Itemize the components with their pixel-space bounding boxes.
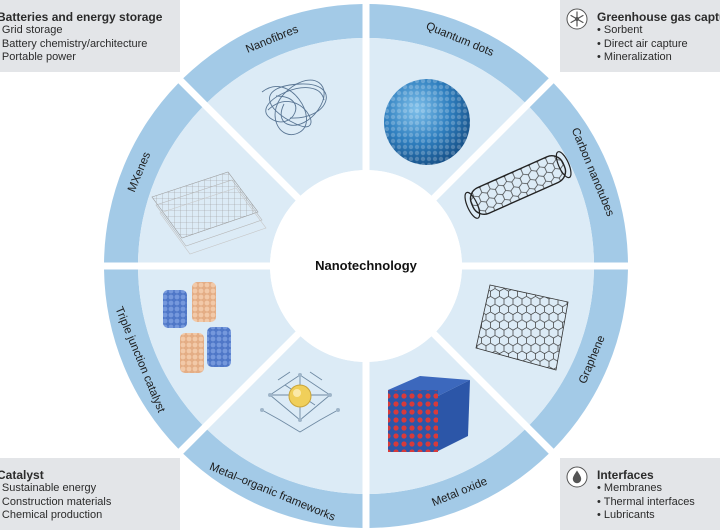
greenhouse-item: Sorbent: [597, 24, 720, 38]
snowflake-icon: [566, 8, 588, 30]
segment-inner: [207, 336, 363, 494]
interfaces-item: Thermal interfaces: [597, 496, 720, 510]
mof-illustration: [260, 371, 340, 433]
batteries-item: Battery chemistry/architecture: [0, 38, 180, 52]
catalyst-box: Catalyst Sustainable energy Construction…: [0, 458, 180, 530]
segment-inner: [207, 38, 363, 196]
center-label: Nanotechnology: [315, 258, 418, 273]
segment-band: [529, 269, 628, 449]
segment-band: [529, 83, 628, 263]
batteries-title: Batteries and energy storage: [0, 10, 163, 24]
catalyst-item: Chemical production: [0, 509, 180, 523]
segment-band: [369, 4, 549, 103]
interfaces-title: Interfaces: [597, 468, 654, 482]
mxene-illustration: [151, 171, 267, 255]
interfaces-item: Lubricants: [597, 509, 720, 523]
segment-band: [104, 83, 203, 263]
catalyst-title: Catalyst: [0, 468, 44, 482]
catalyst-item: Construction materials: [0, 496, 180, 510]
graphene-illustration: [475, 284, 569, 371]
center-circle: [270, 170, 462, 362]
catalyst-item: Sustainable energy: [0, 482, 180, 496]
segment-band: [183, 4, 363, 103]
interfaces-item: Membranes: [597, 482, 720, 496]
batteries-item: Grid storage: [0, 24, 180, 38]
greenhouse-item: Direct air capture: [597, 38, 720, 52]
metal-oxide-illustration: [388, 376, 470, 452]
segment-band: [369, 429, 549, 528]
quantum-dot-illustration: [384, 79, 470, 165]
segment-band: [183, 429, 363, 528]
greenhouse-box: Greenhouse gas capture Sorbent Direct ai…: [560, 0, 720, 72]
nanofibre-illustration: [261, 79, 327, 135]
interfaces-box: Interfaces Membranes Thermal interfaces …: [560, 458, 720, 530]
segment-band: [104, 269, 203, 449]
greenhouse-item: Mineralization: [597, 51, 720, 65]
batteries-box: Batteries and energy storage Grid storag…: [0, 0, 180, 72]
water-drop-icon: [566, 466, 588, 488]
batteries-item: Portable power: [0, 51, 180, 65]
carbon-nanotube-illustration: [464, 151, 572, 219]
triple-junction-illustration: [163, 282, 231, 373]
greenhouse-title: Greenhouse gas capture: [597, 10, 720, 24]
